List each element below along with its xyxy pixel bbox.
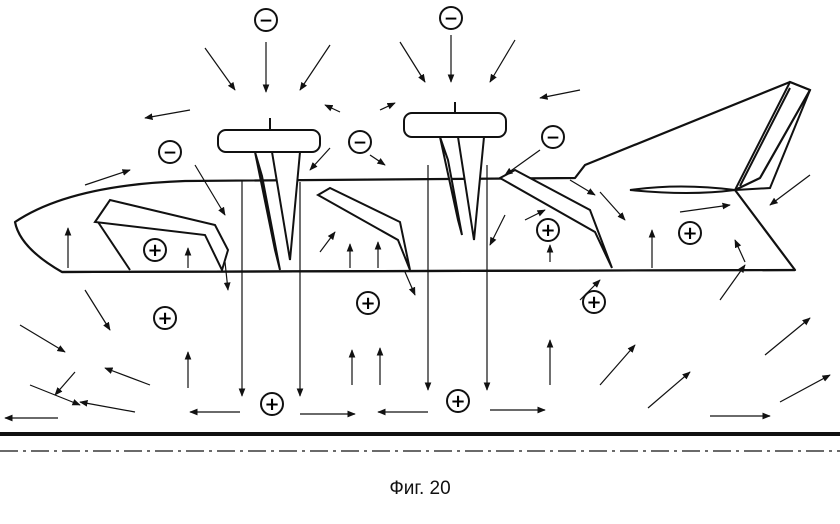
negative-pressure-markers: − − − − −	[158, 6, 565, 164]
minus-circle-icon: −	[348, 130, 372, 154]
plus-circle-icon: +	[678, 221, 702, 245]
plus-circle-icon: +	[153, 306, 177, 330]
svg-text:+: +	[264, 394, 279, 415]
svg-text:+: +	[586, 292, 601, 313]
minus-circle-icon: −	[158, 140, 182, 164]
svg-text:−: −	[163, 143, 177, 163]
engine-front	[217, 118, 321, 271]
minus-circle-icon: −	[254, 8, 278, 32]
svg-text:−: −	[546, 128, 560, 148]
plus-circle-icon: +	[446, 389, 470, 413]
svg-text:+: +	[540, 220, 555, 241]
minus-circle-icon: −	[439, 6, 463, 30]
plus-circle-icon: +	[356, 291, 380, 315]
minus-circle-icon: −	[541, 125, 565, 149]
tail-fin	[629, 80, 812, 194]
engine-rear	[403, 102, 507, 241]
svg-text:+: +	[147, 240, 162, 261]
svg-text:−: −	[353, 133, 367, 153]
plus-circle-icon: +	[582, 290, 606, 314]
plus-circle-icon: +	[143, 238, 167, 262]
flow-arrows	[4, 35, 831, 422]
plus-circle-icon: +	[260, 392, 284, 416]
svg-text:−: −	[444, 9, 458, 29]
svg-text:+: +	[682, 223, 697, 244]
svg-text:+: +	[450, 391, 465, 412]
svg-text:−: −	[259, 11, 273, 31]
svg-text:+: +	[360, 293, 375, 314]
svg-text:+: +	[157, 308, 172, 329]
figure-caption: Фиг. 20	[389, 478, 451, 499]
plus-circle-icon: +	[536, 218, 560, 242]
positive-pressure-markers: + + + + + + + +	[143, 218, 702, 416]
